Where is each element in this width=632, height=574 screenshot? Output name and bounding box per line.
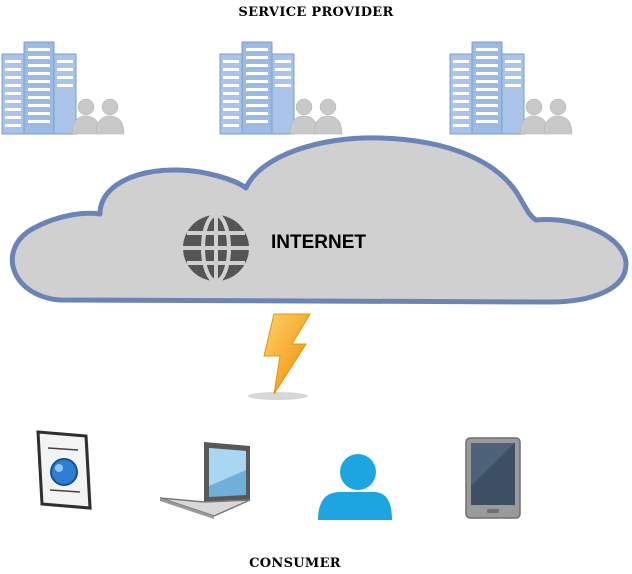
service-provider-1: [1, 41, 125, 135]
tablet-icon: [465, 437, 521, 519]
internet-label: INTERNET: [271, 232, 366, 253]
cloud-shape: [9, 135, 629, 305]
service-provider-title: SERVICE PROVIDER: [238, 5, 394, 20]
web-document-icon: [36, 430, 92, 510]
user-icon: [318, 454, 392, 520]
laptop-icon: [159, 442, 251, 519]
internet-cloud: [9, 135, 629, 305]
globe-icon: [183, 213, 249, 283]
server-building-with-users-icon: [1, 41, 125, 135]
server-building-with-users-icon: [219, 41, 343, 135]
service-provider-2: [219, 41, 343, 135]
lightning-bolt-icon: [248, 313, 311, 400]
service-provider-3: [449, 41, 573, 135]
consumer-title: CONSUMER: [249, 556, 341, 571]
server-building-with-users-icon: [449, 41, 573, 135]
